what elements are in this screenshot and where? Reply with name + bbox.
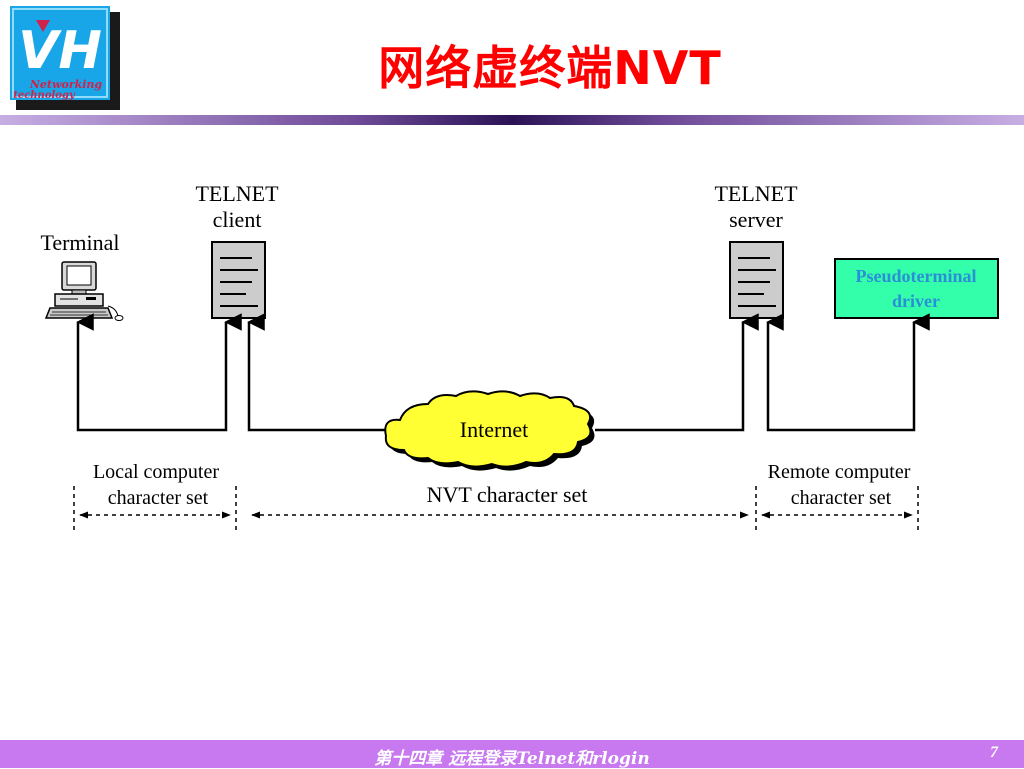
cloud-label: Internet bbox=[460, 417, 528, 442]
svg-text:VH: VH bbox=[18, 21, 102, 81]
server-label-line2: server bbox=[729, 207, 783, 232]
driver-label-line1: Pseudoterminal bbox=[856, 266, 977, 286]
server-to-driver-line bbox=[766, 313, 930, 432]
connection-lines bbox=[76, 313, 930, 432]
page-title: 网络虚终端NVT bbox=[378, 41, 722, 95]
client-to-cloud-line bbox=[247, 313, 390, 432]
nvt-label: NVT character set bbox=[427, 482, 588, 507]
local-label-line2: character set bbox=[108, 487, 209, 509]
logo-subtitle-line1: Networking bbox=[29, 78, 103, 91]
driver-label-line2: driver bbox=[892, 291, 940, 311]
footer-bar: 第十四章 远程登录Telnet和rlogin 7 bbox=[0, 740, 1024, 769]
computer-icon bbox=[44, 261, 124, 321]
remote-label-line1: Remote computer bbox=[768, 461, 911, 483]
chapter-title: 第十四章 远程登录Telnet和rlogin bbox=[374, 749, 650, 769]
charset-range-markers bbox=[73, 486, 919, 532]
networking-technology-logo: VH Networking technology bbox=[10, 6, 120, 110]
client-label-line1: TELNET bbox=[195, 181, 279, 206]
nvt-diagram: Terminal TELNET client TELNET server bbox=[40, 181, 999, 532]
telnet-server-box bbox=[729, 241, 784, 319]
logo-subtitle-line2: technology bbox=[13, 90, 76, 101]
client-label-line2: client bbox=[213, 207, 262, 232]
remote-label-line2: character set bbox=[791, 487, 892, 509]
internet-cloud: Internet bbox=[384, 390, 595, 471]
pseudoterminal-driver-box: Pseudoterminal driver bbox=[834, 258, 999, 319]
telnet-client-box bbox=[211, 241, 266, 319]
header-divider bbox=[0, 115, 1024, 125]
terminal-to-client-line bbox=[76, 313, 242, 432]
cloud-to-server-line bbox=[595, 313, 759, 432]
terminal-label: Terminal bbox=[40, 230, 119, 255]
server-label-line1: TELNET bbox=[714, 181, 798, 206]
local-label-line1: Local computer bbox=[93, 461, 219, 483]
page-number: 7 bbox=[990, 744, 998, 761]
